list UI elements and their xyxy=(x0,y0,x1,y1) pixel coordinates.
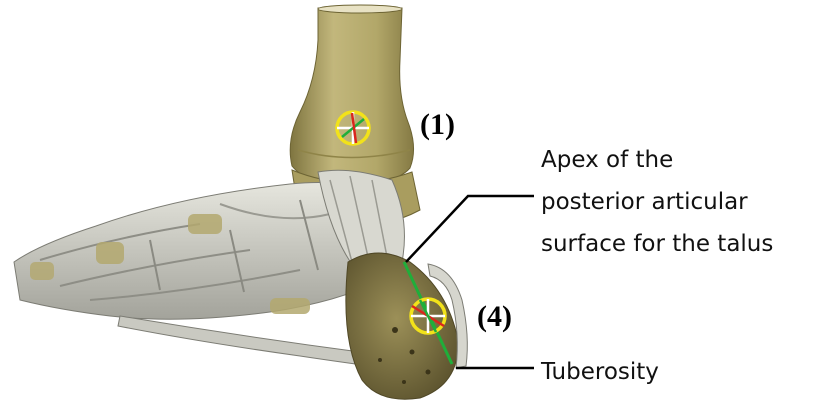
apex-label-line-2: posterior articular xyxy=(541,189,748,215)
apex-leader-line xyxy=(406,196,534,262)
marker-1-label: (1) xyxy=(420,108,455,141)
apex-label-line-3: surface for the talus xyxy=(541,231,773,257)
target-marker-4 xyxy=(411,299,445,333)
target-marker-1 xyxy=(337,112,369,144)
tibia-bone xyxy=(290,5,413,186)
apex-annotation: Apex of the posterior articular surface … xyxy=(541,147,773,257)
tuberosity-label: Tuberosity xyxy=(540,359,659,385)
marker-4-label: (4) xyxy=(477,300,512,333)
apex-label-line-1: Apex of the xyxy=(541,147,673,173)
